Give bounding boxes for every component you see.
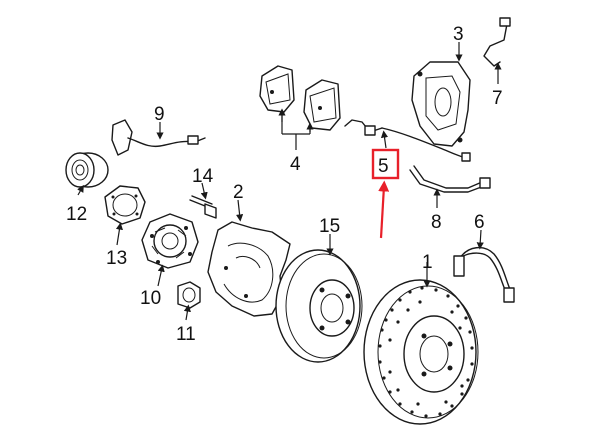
part-brake-caliper [411, 61, 471, 147]
part-brake-pads [259, 65, 341, 131]
callout-3: 3 [453, 24, 464, 45]
callout-1: 1 [422, 252, 433, 273]
callout-9: 9 [154, 104, 165, 125]
part-splash-shield [207, 221, 291, 317]
part-wheel-stud [189, 195, 217, 219]
callout-13: 13 [106, 248, 127, 269]
part-brake-rotor [275, 249, 363, 363]
leader-lines [77, 42, 502, 321]
callout-5: 5 [378, 156, 389, 177]
callout-14: 14 [192, 166, 214, 187]
callout-15: 15 [319, 216, 340, 237]
part-backing-plate [104, 185, 146, 225]
part-wheel-bearing [65, 152, 109, 188]
part-wear-sensor [344, 119, 471, 162]
callout-labels: 1 2 3 4 5 6 7 8 9 10 11 12 13 14 15 [66, 24, 503, 345]
part-brake-hose [409, 165, 491, 193]
callout-4: 4 [290, 154, 301, 175]
part-flexible-hose [453, 247, 515, 303]
callout-11: 11 [176, 324, 196, 345]
part-brake-line [483, 17, 511, 67]
callout-2: 2 [233, 182, 244, 203]
part-wheel-hub [141, 213, 199, 269]
rotor-drill-holes [378, 286, 474, 418]
callout-6: 6 [474, 212, 485, 233]
callout-8: 8 [431, 212, 442, 233]
part-axle-nut [177, 281, 201, 309]
callout-7: 7 [492, 88, 503, 109]
callout-10: 10 [140, 288, 161, 309]
part-abs-sensor [111, 119, 206, 156]
highlight-box [371, 148, 400, 180]
highlight-arrow [378, 180, 390, 239]
part-drilled-rotor [363, 279, 479, 425]
callout-12: 12 [66, 204, 87, 225]
